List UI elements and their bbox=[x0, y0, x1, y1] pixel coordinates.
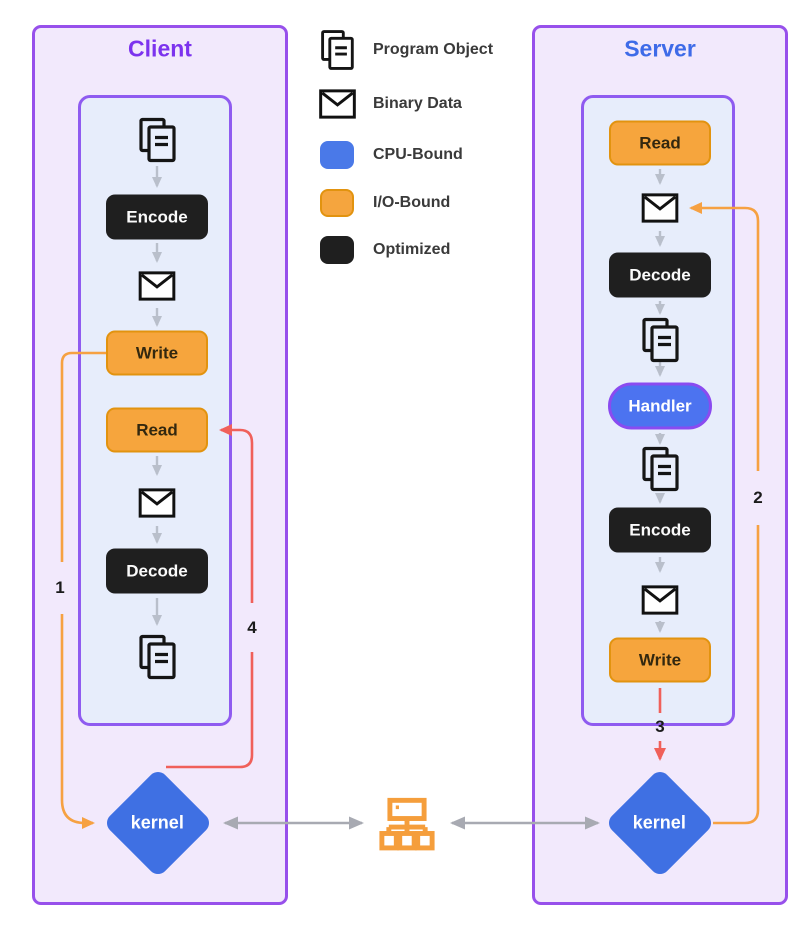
legend-item-cpu-bound: CPU-Bound bbox=[318, 141, 463, 169]
optimized-swatch bbox=[320, 236, 354, 264]
client-title: Client bbox=[128, 35, 192, 62]
legend-item-io-bound: I/O-Bound bbox=[318, 189, 450, 217]
legend-item-program-object: Program Object bbox=[318, 29, 493, 71]
program-object-icon bbox=[318, 29, 356, 71]
server-program-object-top-icon bbox=[640, 317, 680, 363]
client-decode-box: Decode bbox=[106, 548, 208, 594]
client-write-box: Write bbox=[106, 330, 208, 376]
binary-data-icon bbox=[318, 89, 356, 119]
client-program-object-top-icon bbox=[137, 117, 177, 163]
network-icon bbox=[376, 796, 438, 856]
legend-item-optimized: Optimized bbox=[318, 236, 450, 264]
server-decode-box: Decode bbox=[609, 252, 711, 298]
server-encode-box: Encode bbox=[609, 507, 711, 553]
step2-line bbox=[689, 202, 760, 825]
client-program-object-bottom-icon bbox=[137, 634, 177, 680]
server-title: Server bbox=[624, 35, 696, 62]
legend-label: Optimized bbox=[373, 241, 451, 258]
server-read-box: Read bbox=[609, 120, 711, 166]
step-label-3: 3 bbox=[655, 717, 665, 736]
step4-line bbox=[166, 424, 254, 769]
server-binary-data-bottom-icon bbox=[641, 585, 679, 615]
cpu-bound-swatch bbox=[320, 141, 354, 169]
step-label-4: 4 bbox=[247, 618, 257, 637]
client-encode-box: Encode bbox=[106, 194, 208, 240]
server-handler-pill: Handler bbox=[608, 382, 712, 430]
client-read-box: Read bbox=[106, 407, 208, 453]
legend-item-binary-data: Binary Data bbox=[318, 89, 462, 119]
step-label-2: 2 bbox=[753, 488, 763, 507]
legend-label: CPU-Bound bbox=[373, 146, 463, 163]
legend-label: Binary Data bbox=[373, 95, 462, 112]
step-label-1: 1 bbox=[55, 578, 65, 597]
server-kernel-label: kernel bbox=[633, 812, 687, 833]
server-write-box: Write bbox=[609, 637, 711, 683]
client-kernel-label: kernel bbox=[131, 812, 185, 833]
io-bound-swatch bbox=[320, 189, 354, 217]
legend-label: Program Object bbox=[373, 41, 494, 58]
server-program-object-bottom-icon bbox=[640, 446, 680, 492]
server-binary-data-top-icon bbox=[641, 193, 679, 223]
legend-label: I/O-Bound bbox=[373, 194, 451, 211]
client-binary-data-bottom-icon bbox=[138, 488, 176, 518]
client-binary-data-top-icon bbox=[138, 271, 176, 301]
step1-line bbox=[60, 351, 106, 829]
